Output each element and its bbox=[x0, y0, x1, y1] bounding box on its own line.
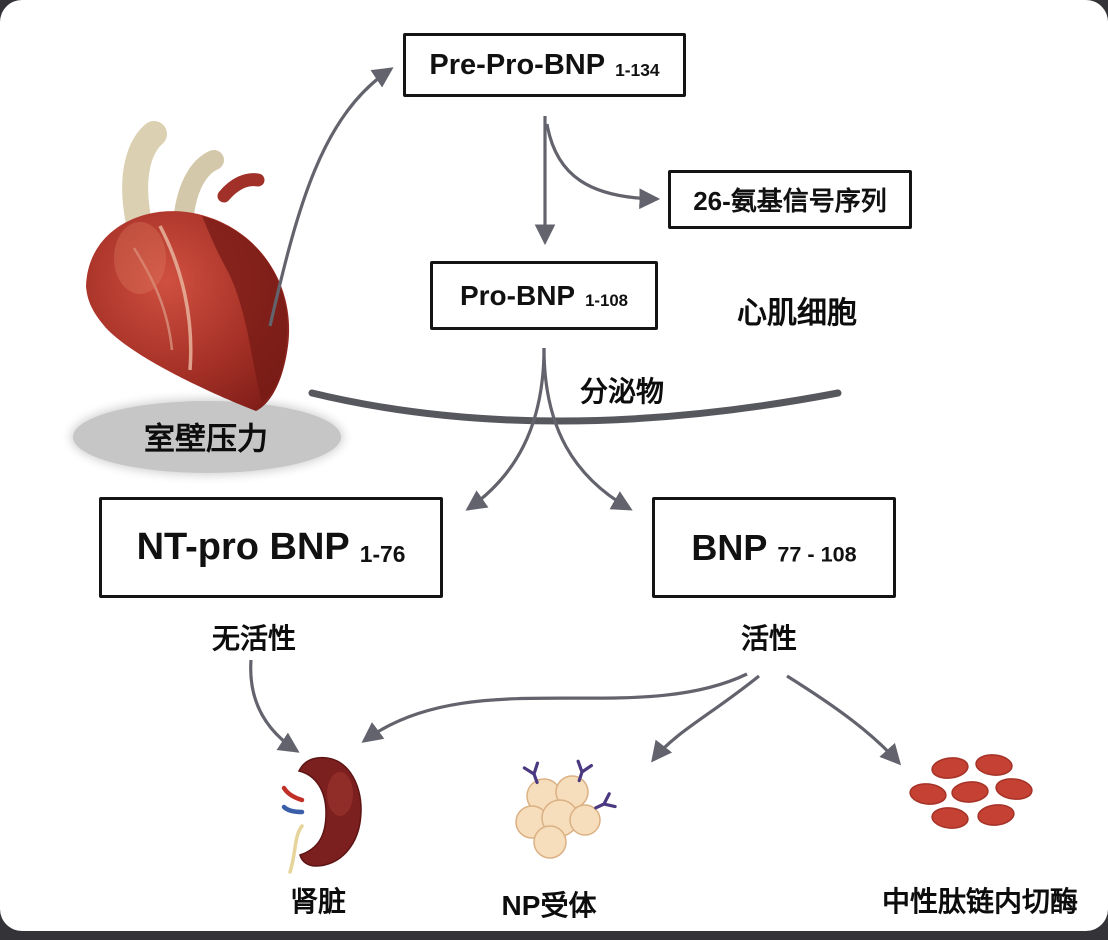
red-oval-cluster bbox=[909, 754, 1033, 829]
pulmonary-vessel bbox=[174, 150, 224, 224]
label-inactive: 无活性 bbox=[211, 623, 297, 654]
arrow-active-to-receptor bbox=[651, 674, 761, 763]
label-kidney: 肾脏 bbox=[289, 886, 347, 917]
renal-artery bbox=[281, 785, 305, 803]
bnp-label: BNP bbox=[691, 526, 768, 568]
arrow-active-to-endopeptidase bbox=[786, 674, 902, 766]
node-bnp: BNP 77 - 108 bbox=[652, 497, 896, 598]
arrow-probnp-to-ntprobnp bbox=[465, 347, 546, 511]
heart-right-lobe bbox=[202, 216, 288, 402]
arrow-active-to-kidney bbox=[361, 672, 748, 743]
label-secretion: 分泌物 bbox=[579, 376, 665, 407]
node-nt-pro-bnp: NT-pro BNP 1-76 bbox=[99, 497, 443, 598]
kidney-icon bbox=[281, 757, 362, 874]
signal-sequence-label: 26-氨基信号序列 bbox=[693, 186, 887, 216]
endopeptidase-icon bbox=[909, 754, 1033, 829]
cell-cluster bbox=[515, 775, 601, 859]
renal-vein bbox=[281, 804, 305, 815]
pre-pro-bnp-range: 1-134 bbox=[615, 59, 660, 80]
label-np-receptor: NP受体 bbox=[501, 890, 597, 921]
coronary-branch bbox=[132, 247, 174, 351]
pre-pro-bnp-label: Pre-Pro-BNP bbox=[429, 48, 606, 81]
heart-highlight bbox=[114, 222, 166, 294]
kidney-body bbox=[297, 757, 362, 867]
bnp-range: 77 - 108 bbox=[777, 540, 857, 566]
label-endopeptidase: 中性肽链内切酶 bbox=[881, 886, 1079, 917]
node-pre-pro-bnp: Pre-Pro-BNP 1-134 bbox=[403, 33, 686, 97]
membrane-curve bbox=[308, 389, 842, 425]
wall-pressure-ellipse bbox=[73, 401, 341, 473]
node-pro-bnp: Pro-BNP 1-108 bbox=[430, 261, 658, 330]
receptor-y-right bbox=[594, 792, 617, 810]
nt-pro-bnp-label: NT-pro BNP bbox=[136, 526, 350, 568]
nt-pro-bnp-range: 1-76 bbox=[359, 540, 406, 567]
label-active: 活性 bbox=[740, 623, 798, 654]
np-receptor-icon bbox=[515, 759, 617, 859]
heart-icon bbox=[86, 121, 290, 411]
receptor-y-left bbox=[522, 761, 540, 785]
receptor-y-top bbox=[576, 759, 594, 783]
label-cardiomyocyte: 心肌细胞 bbox=[737, 297, 857, 330]
arrow-inactive-to-kidney bbox=[249, 659, 300, 753]
coronary-artery bbox=[158, 225, 193, 371]
ureter bbox=[288, 824, 304, 874]
aorta-vessel bbox=[122, 121, 167, 231]
kidney-highlight bbox=[327, 772, 353, 816]
label-wall-pressure: 室壁压力 bbox=[144, 421, 268, 457]
small-vessel bbox=[217, 173, 265, 203]
pro-bnp-range: 1-108 bbox=[585, 290, 629, 310]
pro-bnp-label: Pro-BNP bbox=[459, 279, 576, 311]
arrow-to-signal-sequence bbox=[545, 123, 661, 210]
node-signal-sequence: 26-氨基信号序列 bbox=[668, 170, 912, 229]
